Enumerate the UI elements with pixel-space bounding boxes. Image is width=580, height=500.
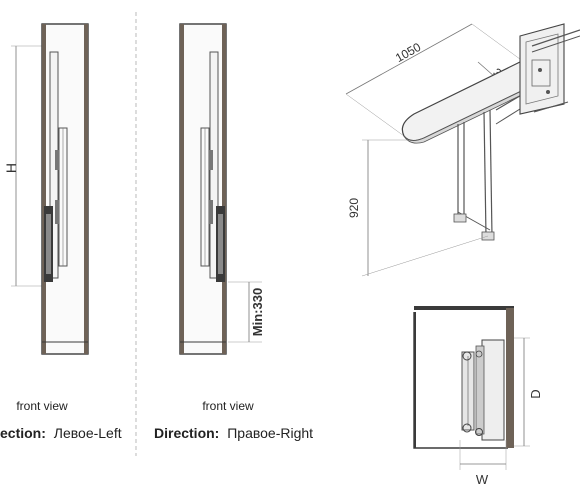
- left-front-view: H: [3, 23, 89, 355]
- slide-rail: [531, 29, 580, 47]
- min-dimension-label: Min:330: [250, 288, 265, 336]
- left-cabinet-side-wall: [42, 24, 46, 354]
- cabinet-side-panel: [506, 308, 514, 448]
- mechanism-bracket-top: [55, 150, 59, 170]
- ironing-board: [401, 61, 537, 142]
- depth-dimension-label: D: [528, 389, 543, 398]
- h-dimension-label: H: [3, 163, 19, 173]
- left-direction-value: Левое-Left: [54, 425, 122, 441]
- board-isometric-view: 1050 330 920: [345, 23, 580, 277]
- right-direction-label: Direction:: [154, 425, 219, 441]
- support-leg-back: [483, 111, 487, 237]
- height-dimension-label: 920: [347, 198, 361, 218]
- right-direction-value: Правое-Right: [227, 425, 313, 441]
- mechanism-top-view: [481, 339, 505, 441]
- left-direction: ection: Левое-Left: [0, 425, 122, 441]
- mechanism-bracket-mid: [55, 200, 59, 224]
- right-caption: front view: [202, 399, 254, 413]
- right-cabinet-side-wall: [84, 24, 88, 354]
- length-dimension-line: [345, 23, 473, 95]
- top-section-view: D W: [413, 306, 543, 487]
- right-front-view: Min:330: [179, 23, 265, 355]
- right-direction: Direction: Правое-Right: [154, 425, 313, 441]
- left-cabinet-column: [41, 23, 89, 355]
- right-cabinet-column: [179, 23, 227, 355]
- length-dimension-label: 1050: [393, 40, 423, 65]
- width-w-dimension-label: W: [476, 472, 489, 487]
- left-caption: front view: [16, 399, 68, 413]
- wall-mount-bracket: [519, 23, 565, 115]
- left-direction-label: ection:: [0, 425, 46, 441]
